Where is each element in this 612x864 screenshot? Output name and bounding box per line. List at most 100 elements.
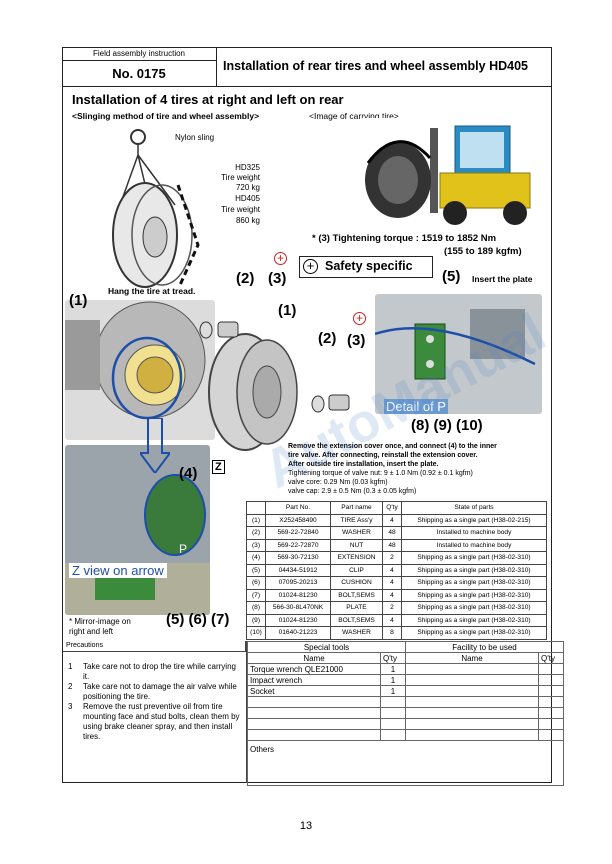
callout-2-lower: (2) bbox=[318, 330, 337, 347]
page-title: Installation of rear tires and wheel ass… bbox=[223, 59, 528, 73]
arrow-down-icon bbox=[140, 418, 170, 473]
tool-row-empty bbox=[247, 696, 564, 708]
mirror-note-1: * Mirror-image on bbox=[69, 617, 131, 626]
weight-hd405: HD405 bbox=[235, 194, 260, 203]
parts-cell: TIRE Ass'y bbox=[330, 513, 383, 527]
safety-mark-icon: + bbox=[274, 252, 287, 265]
parts-cell: 2 bbox=[382, 551, 402, 565]
parts-cell: 569-22-72840 bbox=[265, 526, 331, 540]
weight-value-2: 860 kg bbox=[235, 216, 260, 225]
facility-col-name: Name bbox=[405, 652, 539, 664]
parts-cell: 4 bbox=[382, 513, 402, 527]
z-view-image bbox=[65, 445, 210, 615]
parts-cell: 07095-20213 bbox=[265, 576, 331, 590]
parts-cell: Shipping as a single part (H38-02-310) bbox=[401, 563, 547, 577]
hang-note: Hang the tire at tread. bbox=[108, 286, 196, 296]
callout-2-upper: (2) bbox=[236, 270, 255, 287]
callout-4: (4) bbox=[179, 465, 198, 482]
forklift-carrying-image bbox=[360, 118, 542, 230]
parts-cell: (2) bbox=[246, 526, 266, 540]
section-title: Installation of 4 tires at right and lef… bbox=[72, 92, 344, 107]
parts-cell: CUSHION bbox=[330, 576, 383, 590]
col-state: State of parts bbox=[401, 501, 547, 515]
p-marker: P bbox=[179, 542, 188, 556]
facility-col-qty: Q'ty bbox=[538, 652, 564, 664]
tire-assembly-image bbox=[208, 333, 298, 451]
parts-cell: BOLT,SEMS bbox=[330, 588, 383, 602]
parts-cell: Shipping as a single part (H38-02-310) bbox=[401, 588, 547, 602]
nylon-sling-label: Nylon sling bbox=[175, 133, 215, 142]
parts-cell: 569-22-72870 bbox=[265, 538, 331, 552]
parts-cell: (7) bbox=[246, 588, 266, 602]
weight-value-1: 720 kg bbox=[235, 183, 260, 192]
safety-specific-label: Safety specific bbox=[325, 259, 413, 273]
parts-cell: WASHER bbox=[330, 526, 383, 540]
parts-cell: 4 bbox=[382, 613, 402, 627]
instruction-note-2: tire valve. After connecting, reinstall … bbox=[288, 452, 478, 459]
parts-cell: 04434-51912 bbox=[265, 563, 331, 577]
weight-hd325: HD325 bbox=[235, 163, 260, 172]
callout-5-6-7: (5) (6) (7) bbox=[166, 611, 230, 628]
parts-cell: (6) bbox=[246, 576, 266, 590]
facility-heading: Facility to be used bbox=[405, 641, 564, 653]
z-marker: Z bbox=[212, 460, 225, 474]
insert-plate-label: Insert the plate bbox=[472, 274, 533, 284]
special-tools-heading: Special tools bbox=[247, 641, 406, 653]
callout-3-lower: (3) bbox=[347, 332, 366, 349]
col-part-no: Part No. bbox=[265, 501, 331, 515]
parts-cell: Shipping as a single part (H38-02-310) bbox=[401, 626, 547, 640]
parts-cell: 8 bbox=[382, 626, 402, 640]
precautions-label: Precautions bbox=[63, 641, 246, 652]
callout-1-left: (1) bbox=[69, 292, 88, 309]
col-part-name: Part name bbox=[330, 501, 383, 515]
parts-cell: BOLT,SEMS bbox=[330, 613, 383, 627]
tool-row-empty bbox=[247, 707, 564, 719]
instruction-note-1: Remove the extension cover once, and con… bbox=[288, 443, 497, 450]
safety-plus-icon: + bbox=[303, 259, 318, 274]
weight-label-2: Tire weight bbox=[221, 205, 260, 214]
parts-cell: (10) bbox=[246, 626, 266, 640]
parts-cell: 4 bbox=[382, 563, 402, 577]
safety-mark-icon: + bbox=[353, 312, 366, 325]
parts-cell: 2 bbox=[382, 601, 402, 615]
callout-8-9-10: (8) (9) (10) bbox=[411, 417, 483, 434]
parts-cell: Shipping as a single part (H38-02-310) bbox=[401, 551, 547, 565]
parts-cell: 4 bbox=[382, 576, 402, 590]
parts-cell: Shipping as a single part (H38-02-310) bbox=[401, 576, 547, 590]
safety-specific-box: + Safety specific bbox=[299, 256, 433, 278]
parts-cell: Shipping as a single part (H38-02-310) bbox=[401, 601, 547, 615]
tools-col-name: Name bbox=[247, 652, 381, 664]
parts-cell: Shipping as a single part (H38-02-215) bbox=[401, 513, 547, 527]
instruction-note-4: Tightening torque of valve nut: 9 ± 1.0 … bbox=[288, 470, 473, 477]
parts-cell: 01640-21223 bbox=[265, 626, 331, 640]
parts-cell: (8) bbox=[246, 601, 266, 615]
precautions-divider bbox=[246, 641, 247, 783]
parts-cell: 566-30-8L470NK bbox=[265, 601, 331, 615]
tool-row-empty bbox=[247, 729, 564, 741]
parts-cell: 01024-81230 bbox=[265, 613, 331, 627]
parts-cell: (4) bbox=[246, 551, 266, 565]
header-divider bbox=[62, 86, 552, 87]
parts-cell: (9) bbox=[246, 613, 266, 627]
parts-table: Part No. Part name Q'ty State of parts (… bbox=[246, 501, 547, 640]
parts-cell: Installed to machine body bbox=[401, 526, 547, 540]
callout-1-right: (1) bbox=[278, 302, 297, 319]
washer-nut-icon bbox=[311, 394, 350, 413]
sling-diagram bbox=[112, 129, 200, 288]
parts-cell: WASHER bbox=[330, 626, 383, 640]
tools-col-qty: Q'ty bbox=[380, 652, 406, 664]
parts-cell: PLATE bbox=[330, 601, 383, 615]
